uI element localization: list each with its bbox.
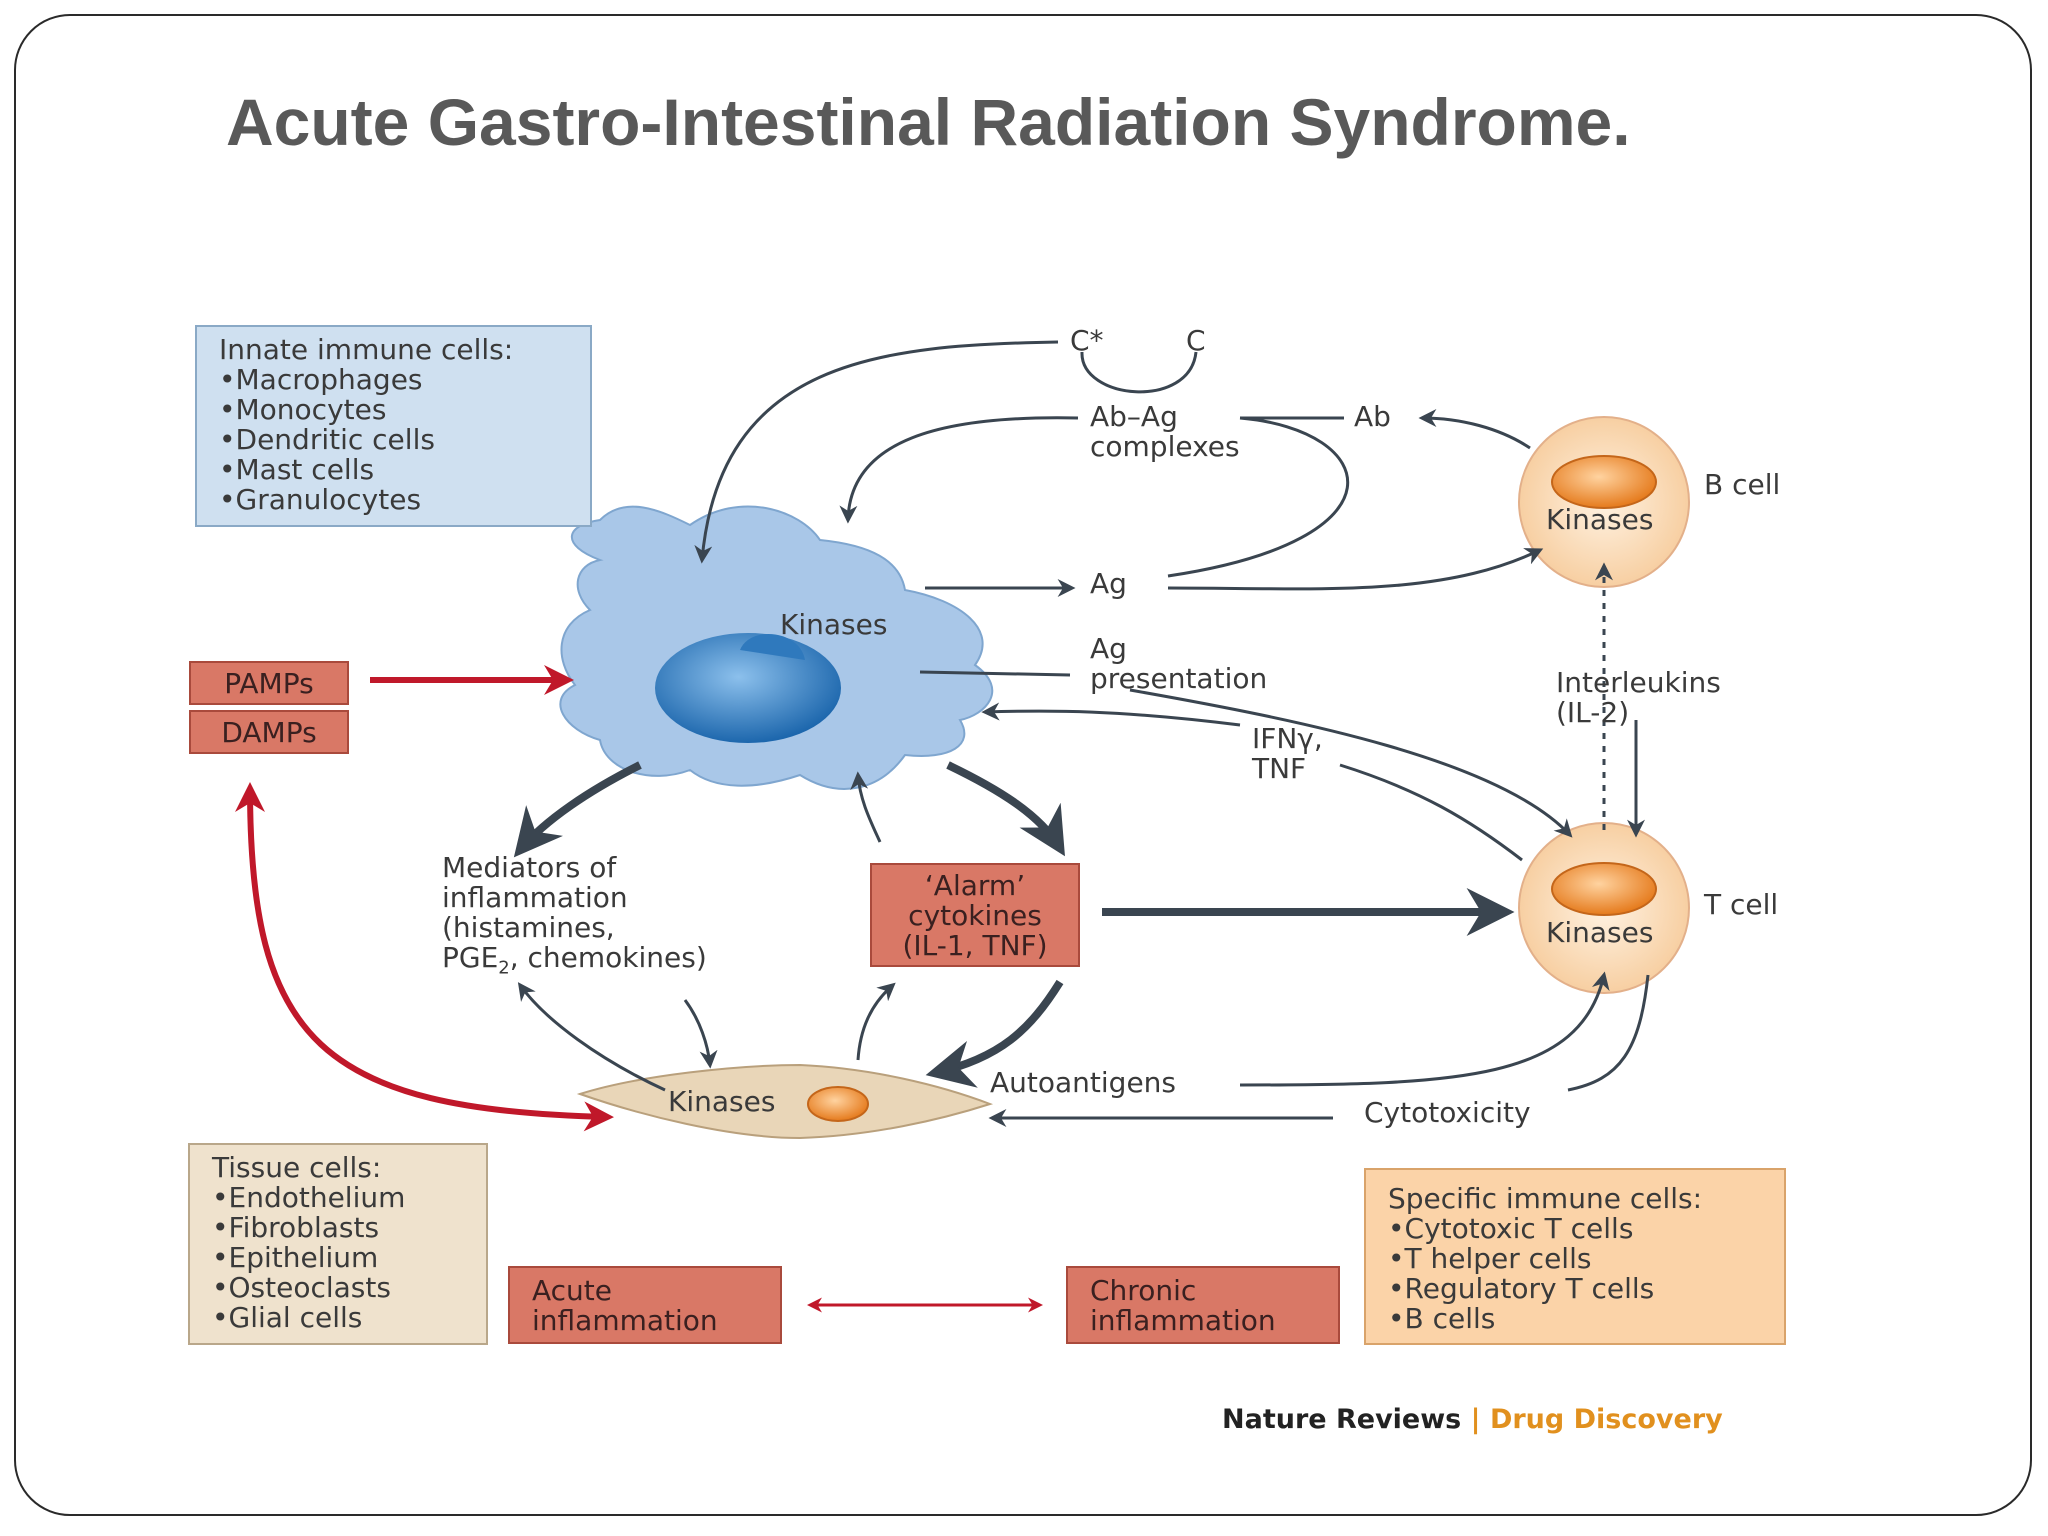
arrow-cstar-macrophage <box>694 340 1059 564</box>
label-complexes: complexes <box>1090 430 1240 463</box>
list-item: Endothelium <box>212 1183 486 1213</box>
list-item: Dendritic cells <box>219 425 590 455</box>
alarm-line-3: (IL-1, TNF) <box>902 929 1048 962</box>
list-item: Osteoclasts <box>212 1273 486 1303</box>
alarm-line-2: cytokines <box>908 899 1042 932</box>
label-mediators-3: (histamines, <box>442 911 615 944</box>
innate-box-title: Innate immune cells: <box>219 333 514 366</box>
label-tnf: TNF <box>1252 752 1307 785</box>
arrow-ifn-macrophage <box>981 702 1241 727</box>
acute-inflammation-box: Acute inflammation <box>508 1266 782 1344</box>
arrow-macrophage-alarm <box>946 761 1065 857</box>
label-kinases-tissue: Kinases <box>668 1085 776 1118</box>
list-item: Mast cells <box>219 455 590 485</box>
acute-line-1: Acute <box>532 1274 613 1307</box>
label-cytotoxicity: Cytotoxicity <box>1364 1096 1531 1129</box>
tissue-cells-box: Tissue cells: Endothelium Fibroblasts Ep… <box>188 1143 488 1345</box>
label-pge: PGE <box>442 941 499 974</box>
label-mediators-4: PGE2, chemokines) <box>442 943 707 984</box>
label-c-star: C* <box>1070 324 1104 357</box>
alarm-line-1: ‘Alarm’ <box>924 869 1026 902</box>
label-ag-presentation: Ag presentation <box>1090 634 1267 694</box>
arrow-agpresentation-tcell <box>1129 688 1573 838</box>
line-tcell-ifn <box>1339 763 1523 862</box>
chronic-line-1: Chronic <box>1090 1274 1197 1307</box>
chronic-line-2: inflammation <box>1090 1304 1276 1337</box>
arrow-alarm-macrophage <box>850 771 882 843</box>
label-t-cell: T cell <box>1704 888 1779 921</box>
credit-separator: | <box>1470 1404 1481 1435</box>
arrow-alarm-tissue <box>925 979 1064 1088</box>
tissue-box-title: Tissue cells: <box>212 1151 382 1184</box>
list-item: Granulocytes <box>219 485 590 515</box>
damps-box: DAMPs <box>189 710 349 754</box>
label-ifn: IFNγ, <box>1252 722 1323 755</box>
label-c: C <box>1186 324 1206 357</box>
list-item: Epithelium <box>212 1243 486 1273</box>
tissue-cell-nucleus <box>807 1086 869 1122</box>
label-ab-ag: Ab–Ag <box>1090 400 1178 433</box>
label-mediators: Mediators of inflammation (histamines, P… <box>442 853 707 984</box>
acute-line-2: inflammation <box>532 1304 718 1337</box>
list-item: Macrophages <box>219 365 590 395</box>
label-interleukins-2: (IL-2) <box>1556 696 1630 729</box>
label-ab: Ab <box>1354 400 1391 433</box>
pamps-box: PAMPs <box>189 661 349 705</box>
label-mediators-2: inflammation <box>442 881 628 914</box>
arrow-autoantigens-tcell <box>1239 971 1610 1087</box>
label-interleukins: Interleukins (IL-2) <box>1556 668 1721 728</box>
t-cell-nucleus <box>1551 862 1657 916</box>
line-macrophage-agpresentation <box>919 670 1071 677</box>
innate-list: Macrophages Monocytes Dendritic cells Ma… <box>219 365 590 515</box>
label-ab-ag-complexes: Ab–Ag complexes <box>1090 402 1240 462</box>
alarm-cytokines-box: ‘Alarm’ cytokines (IL-1, TNF) <box>870 863 1080 967</box>
list-item: Glial cells <box>212 1303 486 1333</box>
label-mediators-1: Mediators of <box>442 851 617 884</box>
label-ag-2: Ag <box>1090 632 1127 665</box>
arrow-tissue-alarm <box>856 982 896 1061</box>
credit-section: Drug Discovery <box>1489 1404 1723 1435</box>
tissue-cell <box>576 1063 994 1140</box>
label-pge-subscript: 2 <box>498 957 510 979</box>
line-ag-abag-loop <box>1167 416 1350 578</box>
label-kinases-macrophage: Kinases <box>780 608 888 641</box>
label-chemokines: , chemokines) <box>509 941 707 974</box>
macrophage-nucleus <box>655 633 841 743</box>
line-tcell-cytotoxicity <box>1567 974 1650 1092</box>
source-credit: Nature Reviews | Drug Discovery <box>1222 1404 1723 1435</box>
arrow-abag-macrophage <box>839 416 1079 524</box>
label-kinases-t-cell: Kinases <box>1546 916 1654 949</box>
slide-title: Acute Gastro-Intestinal Radiation Syndro… <box>226 85 1631 159</box>
list-item: Cytotoxic T cells <box>1388 1214 1784 1244</box>
list-item: Monocytes <box>219 395 590 425</box>
specific-box-title: Specific immune cells: <box>1388 1182 1703 1215</box>
innate-immune-cells-box: Innate immune cells: Macrophages Monocyt… <box>195 325 592 527</box>
label-b-cell: B cell <box>1704 468 1781 501</box>
arrow-macrophage-mediators <box>513 761 642 858</box>
specific-immune-cells-box: Specific immune cells: Cytotoxic T cells… <box>1364 1168 1786 1345</box>
specific-list: Cytotoxic T cells T helper cells Regulat… <box>1388 1214 1784 1334</box>
list-item: B cells <box>1388 1304 1784 1334</box>
credit-journal: Nature Reviews <box>1222 1404 1462 1435</box>
list-item: T helper cells <box>1388 1244 1784 1274</box>
label-presentation: presentation <box>1090 662 1268 695</box>
complement-arc <box>1080 351 1198 394</box>
b-cell-nucleus <box>1551 455 1657 509</box>
list-item: Regulatory T cells <box>1388 1274 1784 1304</box>
arrow-ag-bcell <box>1167 548 1544 591</box>
chronic-inflammation-box: Chronic inflammation <box>1066 1266 1340 1344</box>
label-ag: Ag <box>1090 567 1127 600</box>
arrow-pamps-tissue-loop <box>235 782 614 1132</box>
arrow-mediators-tissue <box>683 999 718 1069</box>
tissue-list: Endothelium Fibroblasts Epithelium Osteo… <box>212 1183 486 1333</box>
macrophage-nucleus-bump <box>740 633 805 660</box>
arrow-bcell-ab <box>1418 409 1531 450</box>
label-autoantigens: Autoantigens <box>990 1066 1177 1099</box>
label-ifn-tnf: IFNγ, TNF <box>1252 724 1323 784</box>
label-interleukins-1: Interleukins <box>1556 666 1721 699</box>
list-item: Fibroblasts <box>212 1213 486 1243</box>
arrow-tissue-mediators <box>517 982 666 1092</box>
label-kinases-b-cell: Kinases <box>1546 503 1654 536</box>
